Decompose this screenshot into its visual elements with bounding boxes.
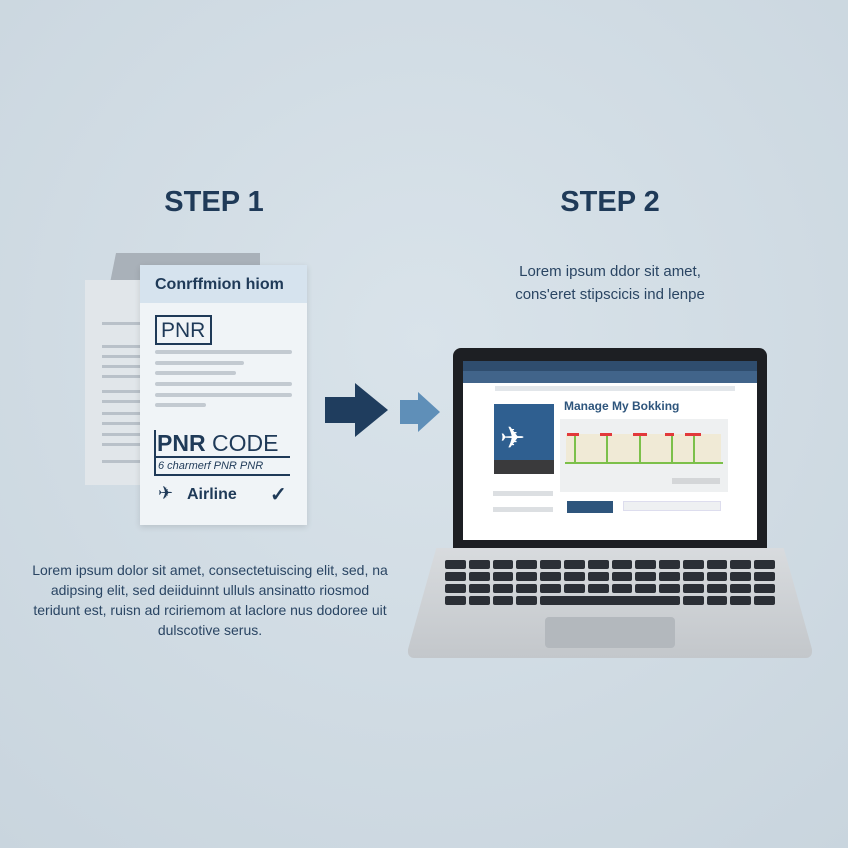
pnr-subtext: 6 charmerf PNR PNR: [154, 456, 290, 476]
airplane-icon: ✈: [158, 483, 174, 503]
trackpad: [545, 617, 675, 648]
step1-description: Lorem ipsum dolor sit amet, consectetuis…: [32, 562, 388, 638]
pnr-code-bold: PNR: [157, 430, 206, 456]
document-header: Conrffmion hiom: [140, 265, 307, 303]
step1-title: STEP 1: [164, 186, 264, 218]
checkmark-icon: ✓: [270, 484, 287, 506]
step2-title: STEP 2: [560, 186, 660, 218]
pnr-code-heading: PNR CODE: [157, 430, 278, 457]
screen-button: [567, 501, 613, 513]
step2-description: Lorem ipsum ddor sit amet, cons'eret sti…: [515, 263, 705, 303]
airplane-icon: ✈: [500, 422, 526, 455]
front-page: Conrffmion hiom PNR PNR CODE 6 charmerf …: [140, 265, 307, 525]
arrow-icon: [325, 383, 440, 437]
keyboard: [445, 560, 775, 605]
light-arrow: [400, 392, 440, 432]
airline-label: Airline: [187, 486, 237, 503]
laptop-screen: ✈ Manage My Bokking: [463, 361, 757, 540]
pnr-box: PNR: [155, 315, 212, 345]
pnr-code-rest: CODE: [205, 430, 279, 456]
timeline-panel: [560, 419, 728, 492]
dark-arrow: [325, 383, 388, 437]
page-title: Manage My Bokking: [564, 399, 680, 413]
flight-image: ✈: [494, 404, 554, 474]
